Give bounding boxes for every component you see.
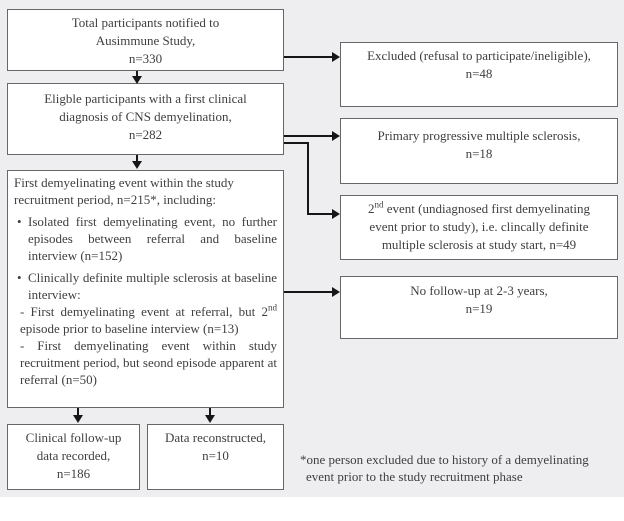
box-total-count: n=330 xyxy=(128,51,163,66)
first-event-subitem-2: - First demyelinating event within study… xyxy=(20,338,277,387)
box-eligible-line2: diagnosis of CNS demyelination, xyxy=(59,109,232,124)
arrow-total-to-excluded-head xyxy=(332,52,340,62)
box-total-line1: Total participants notified to xyxy=(71,15,220,30)
no-followup-line1: No follow-up at 2-3 years, xyxy=(410,283,548,298)
box-eligible-line1: Eligble participants with a first clinic… xyxy=(44,91,247,106)
box-no-followup: No follow-up at 2-3 years, n=19 xyxy=(340,276,618,339)
second-event-line2: event prior to study), i.e. clincally de… xyxy=(369,219,589,234)
arrow-firstevent-to-clinicalfu-head xyxy=(73,415,83,423)
arrow-eligible-to-firstevent-line xyxy=(136,155,138,163)
arrow-firstevent-to-nofollowup-line xyxy=(284,291,333,293)
box-data-reconstructed: Data reconstructed, n=10 xyxy=(147,424,284,490)
second-event-line1: 2nd event (undiagnosed first demyelinati… xyxy=(341,200,617,218)
box-primary-progressive-ms: Primary progressive multiple sclerosis, … xyxy=(340,118,618,184)
data-reconstructed-count: n=10 xyxy=(202,448,229,463)
box-clinical-followup: Clinical follow-up data recorded, n=186 xyxy=(7,424,140,490)
box-eligible-participants: Eligble participants with a first clinic… xyxy=(7,83,284,155)
no-followup-count: n=19 xyxy=(465,301,493,316)
arrow-eligible-to-ppms-line xyxy=(284,135,333,137)
arrow-eligible-to-ppms-head xyxy=(332,131,340,141)
data-reconstructed-line1: Data reconstructed, xyxy=(164,430,267,445)
excluded-count: n=48 xyxy=(465,66,493,81)
box-eligible-count: n=282 xyxy=(128,127,163,142)
excluded-line1: Excluded (refusal to participate/ineligi… xyxy=(367,48,591,63)
arrow-eligible-to-firstevent-head xyxy=(132,161,142,169)
subitem1-text-post: episode prior to baseline interview (n=1… xyxy=(20,321,239,336)
first-event-heading-line1: First demyelinating event within the stu… xyxy=(14,175,234,190)
arrow-total-to-eligible-head xyxy=(132,76,142,84)
arrow-firstevent-to-nofollowup-head xyxy=(332,287,340,297)
arrow-eligible-to-secondevent-seg3 xyxy=(307,213,333,215)
footnote-line2: event prior to the study recruitment pha… xyxy=(306,469,523,484)
arrow-total-to-excluded-line xyxy=(284,56,333,58)
footnote-line1: *one person excluded due to history of a… xyxy=(300,452,589,467)
ppms-line1: Primary progressive multiple sclerosis, xyxy=(377,128,581,143)
arrow-eligible-to-secondevent-seg1 xyxy=(284,142,309,144)
first-event-heading-line2: recruitment period, n=215*, including: xyxy=(14,192,216,207)
box-excluded: Excluded (refusal to participate/ineligi… xyxy=(340,42,618,107)
box-second-event: 2nd event (undiagnosed first demyelinati… xyxy=(340,195,618,260)
second-event-line3: multiple sclerosis at study start, n=49 xyxy=(381,237,577,252)
arrow-eligible-to-secondevent-head xyxy=(332,209,340,219)
box-total-line2: Ausimmune Study, xyxy=(95,33,196,48)
arrow-firstevent-to-datarec-line xyxy=(209,408,211,417)
first-event-bullet-isolated: Isolated first demyelinating event, no f… xyxy=(14,213,277,264)
second-event-line1-pre: 2 xyxy=(367,201,375,216)
arrow-total-to-eligible-line xyxy=(136,71,138,78)
box-total-participants: Total participants notified to Ausimmune… xyxy=(7,9,284,71)
first-event-subitem-1: - First demyelinating event at referral,… xyxy=(14,303,277,337)
subitem1-superscript: nd xyxy=(268,302,277,313)
footnote: *one person excluded due to history of a… xyxy=(300,451,620,485)
box-first-demyelinating-event: First demyelinating event within the stu… xyxy=(7,170,284,408)
second-event-line1-post: event (undiagnosed first demyelinating xyxy=(383,201,590,216)
arrow-eligible-to-secondevent-seg2 xyxy=(307,142,309,215)
clinical-followup-line2: data recorded, xyxy=(36,448,111,463)
first-event-bullet-cdms: Clinically definite multiple sclerosis a… xyxy=(14,269,277,303)
ppms-count: n=18 xyxy=(465,146,493,161)
subitem1-text-pre: - First demyelinating event at referral,… xyxy=(20,304,268,319)
second-event-superscript: nd xyxy=(374,199,384,210)
clinical-followup-line1: Clinical follow-up xyxy=(25,430,122,445)
arrow-firstevent-to-datarec-head xyxy=(205,415,215,423)
arrow-firstevent-to-clinicalfu-line xyxy=(77,408,79,417)
clinical-followup-count: n=186 xyxy=(56,466,91,481)
